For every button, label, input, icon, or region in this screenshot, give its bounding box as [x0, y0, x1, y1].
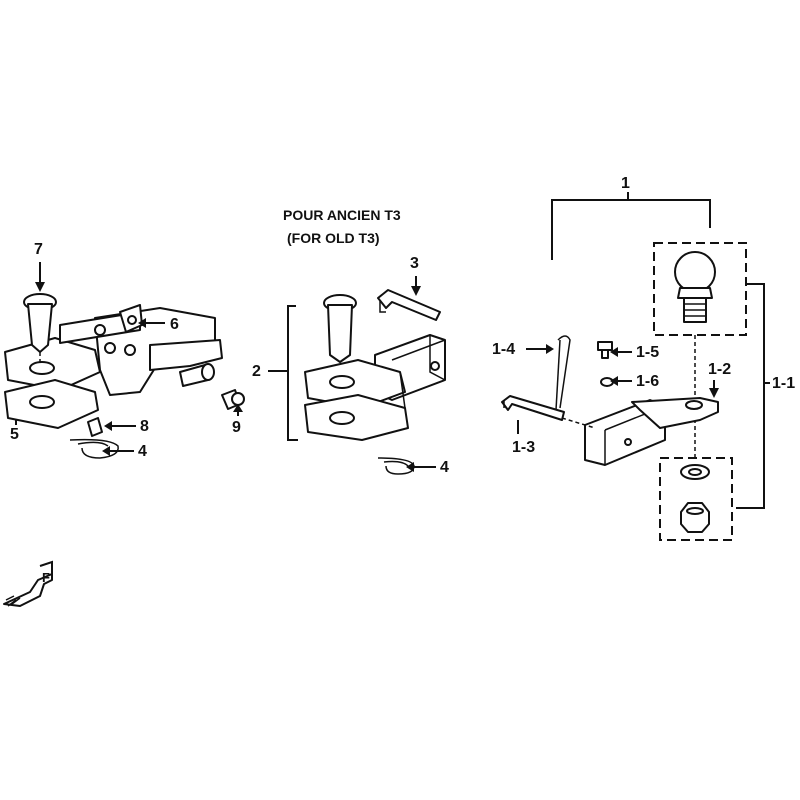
label-4a: 4	[138, 443, 147, 460]
pin-7	[23, 293, 57, 365]
left-hitch-assembly	[4, 293, 245, 459]
label-4b: 4	[440, 459, 449, 476]
label-1-4: 1-4	[492, 341, 515, 358]
caption-line2: (FOR OLD T3)	[287, 230, 380, 246]
label-7: 7	[34, 241, 43, 258]
right-labels: 1 1-1 1-2 1-3 1-4 1-5 1-6	[492, 175, 795, 456]
label-5: 5	[10, 426, 19, 443]
label-1-5: 1-5	[636, 344, 659, 361]
center-hitch-assembly	[287, 289, 446, 475]
label-9: 9	[232, 419, 241, 436]
label-1-6: 1-6	[636, 373, 659, 390]
center-caption: POUR ANCIEN T3 (FOR OLD T3)	[283, 207, 401, 246]
label-1: 1	[621, 175, 630, 192]
front-symbol-letter: F	[42, 570, 50, 585]
label-1-3: 1-3	[512, 439, 535, 456]
right-hitch-assembly	[501, 192, 765, 541]
label-1-1: 1-1	[772, 375, 795, 392]
label-1-2: 1-2	[708, 361, 731, 378]
front-direction-icon: F	[3, 560, 53, 607]
caption-line1: POUR ANCIEN T3	[283, 207, 401, 223]
left-labels: 7 6 5 8 4 9	[10, 241, 243, 460]
label-3: 3	[410, 255, 419, 272]
label-8: 8	[140, 418, 149, 435]
label-2: 2	[252, 363, 261, 380]
center-labels: 2 3 4	[252, 255, 449, 476]
label-6: 6	[170, 316, 179, 333]
